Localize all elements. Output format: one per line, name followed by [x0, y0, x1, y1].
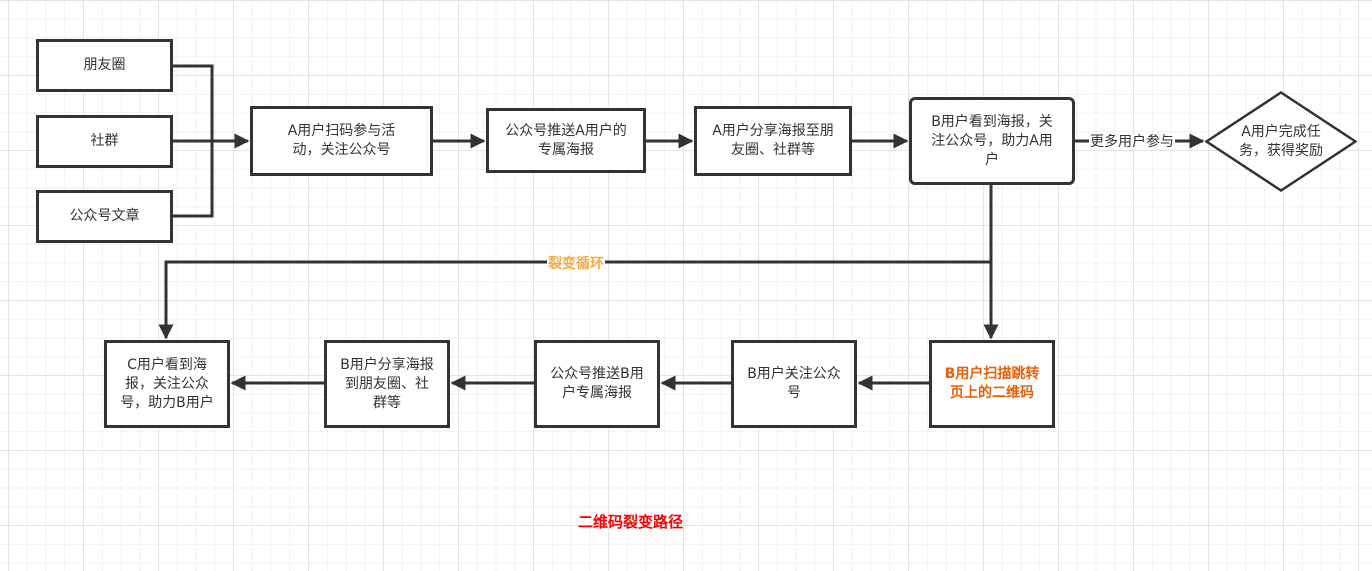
node-push-a-poster-label: 公众号推送A用户的专属海报	[505, 122, 627, 158]
edge-label-fission-loop: 裂变循环	[547, 256, 605, 272]
edge-moments-to-a-scan	[173, 64, 214, 141]
edge-article-to-a-scan	[173, 141, 214, 218]
node-b-scan-qr-label: B用户扫描跳转页上的二维码	[944, 366, 1040, 401]
node-a-share-label: A用户分享海报至朋友圈、社群等	[712, 123, 834, 158]
node-moments[interactable]: 朋友圈	[36, 39, 173, 92]
node-a-reward[interactable]: A用户完成任务，获得奖励	[1205, 91, 1357, 192]
node-c-sees-label: C用户看到海报，关注公众号，助力B用户	[120, 356, 214, 411]
node-groups[interactable]: 社群	[36, 115, 173, 168]
diagram-title: 二维码裂变路径	[578, 513, 684, 531]
node-push-a-poster[interactable]: 公众号推送A用户的专属海报	[486, 108, 646, 173]
node-b-share-label: B用户分享海报到朋友圈、社群等	[340, 356, 434, 411]
node-b-share[interactable]: B用户分享海报到朋友圈、社群等	[324, 340, 450, 428]
node-push-b-poster[interactable]: 公众号推送B用户专属海报	[534, 340, 660, 428]
node-b-sees-label: B用户看到海报，关注公众号，助力A用户	[931, 113, 1053, 168]
node-b-follow-label: B用户关注公众号	[747, 366, 841, 401]
node-b-scan-qr[interactable]: B用户扫描跳转页上的二维码	[929, 340, 1055, 428]
node-moments-label: 朋友圈	[83, 57, 126, 73]
edge-label-more-users: 更多用户参与	[1089, 134, 1175, 150]
node-a-scan-label: A用户扫码参与活动，关注公众号	[287, 123, 396, 158]
node-a-scan[interactable]: A用户扫码参与活动，关注公众号	[250, 106, 433, 176]
node-article-label: 公众号文章	[69, 208, 140, 224]
node-a-share[interactable]: A用户分享海报至朋友圈、社群等	[694, 106, 852, 176]
node-push-b-poster-label: 公众号推送B用户专属海报	[550, 366, 644, 401]
node-a-reward-label: A用户完成任务，获得奖励	[1239, 123, 1323, 159]
node-article[interactable]: 公众号文章	[36, 190, 173, 243]
node-groups-label: 社群	[90, 133, 119, 149]
node-b-sees[interactable]: B用户看到海报，关注公众号，助力A用户	[909, 97, 1075, 185]
node-b-follow[interactable]: B用户关注公众号	[731, 340, 857, 428]
node-c-sees[interactable]: C用户看到海报，关注公众号，助力B用户	[104, 340, 230, 428]
diamond-shape	[1205, 91, 1357, 192]
edge-fission-loop	[158, 260, 991, 340]
